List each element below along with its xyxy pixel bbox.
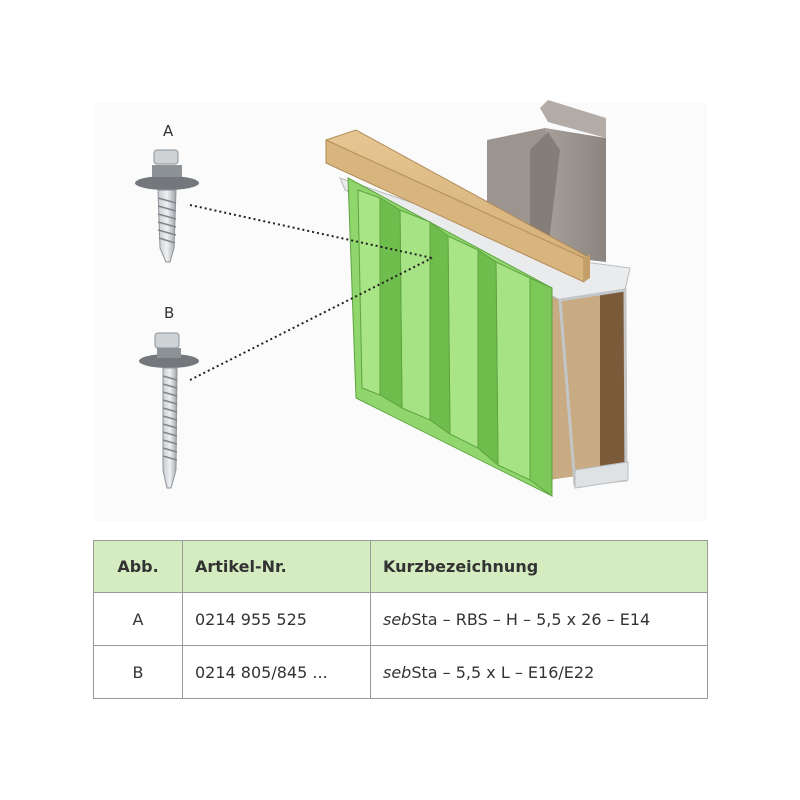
spec-table: Abb. Artikel-Nr. Kurzbezeichnung A 0214 …	[93, 540, 708, 699]
cell-abb: B	[93, 645, 183, 699]
cell-artikel: 0214 955 525	[182, 592, 371, 646]
screw-label-a: A	[163, 122, 174, 140]
header-kurzbezeichnung: Kurzbezeichnung	[370, 540, 708, 593]
brand-italic: seb	[383, 662, 412, 682]
brand-rest: Sta	[411, 662, 438, 682]
wood-batten	[325, 129, 591, 283]
screw-b-icon	[139, 332, 199, 489]
cell-kurzbezeichnung: sebSta – RBS – H – 5,5 x 26 – E14	[370, 592, 708, 646]
cell-artikel: 0214 805/845 ...	[182, 645, 371, 699]
cell-kurzbezeichnung: sebSta – 5,5 x L – E16/E22	[370, 645, 708, 699]
cladding-illustration	[135, 100, 631, 497]
leader-line-b	[189, 257, 433, 381]
brand-rest: Sta	[411, 609, 438, 629]
table-row: B 0214 805/845 ... sebSta – 5,5 x L – E1…	[93, 645, 708, 699]
insulation-block	[548, 282, 626, 480]
screw-label-b: B	[164, 304, 175, 322]
table-row: A 0214 955 525 sebSta – RBS – H – 5,5 x …	[93, 592, 708, 646]
desc-text: – RBS – H – 5,5 x 26 – E14	[437, 609, 651, 629]
brand-italic: seb	[383, 609, 412, 629]
desc-text: – 5,5 x L – E16/E22	[437, 662, 595, 682]
cell-abb: A	[93, 592, 183, 646]
trapezoidal-sheet	[347, 177, 553, 497]
header-artikel: Artikel-Nr.	[182, 540, 371, 593]
screw-a-icon	[135, 149, 199, 263]
table-header-row: Abb. Artikel-Nr. Kurzbezeichnung	[93, 540, 708, 593]
leader-line-a	[189, 204, 433, 259]
header-abb: Abb.	[93, 540, 183, 593]
